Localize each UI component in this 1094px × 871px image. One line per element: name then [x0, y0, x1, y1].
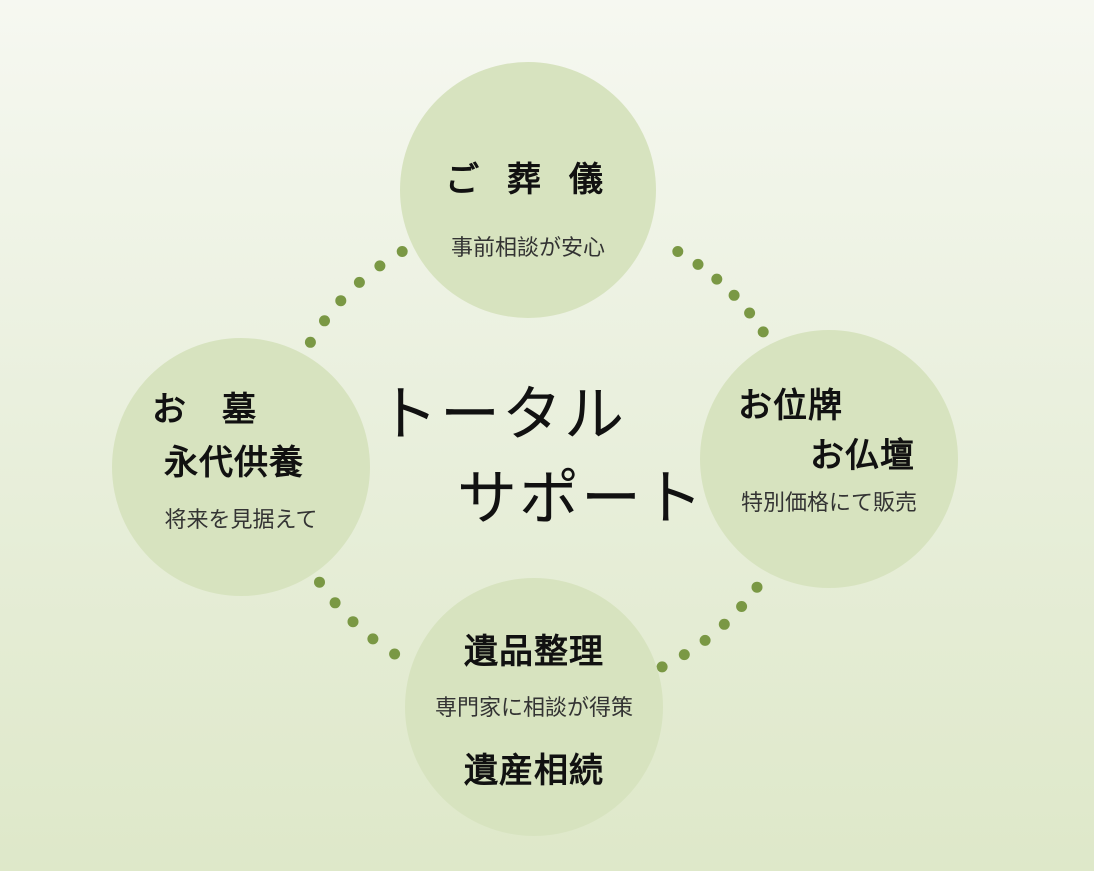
connector-dot — [304, 336, 316, 348]
funeral-subtitle: 事前相談が安心 — [450, 236, 605, 261]
estate-circle: 遺品整理 専門家に相談が得策 遺産相続 — [405, 578, 663, 836]
connector-dot — [718, 618, 730, 630]
grave-subtitle: 将来を見据えて — [164, 508, 318, 533]
ihai-title: お位牌 — [738, 386, 843, 426]
connector-dot — [314, 576, 325, 588]
eternal-memorial-title: 永代供養 — [164, 443, 304, 483]
connector-dot — [692, 258, 704, 270]
connector-dot — [347, 616, 359, 628]
connector-dot — [319, 315, 330, 327]
connector-dot — [367, 633, 379, 645]
connector-dot — [728, 289, 740, 301]
butsudan-subtitle: 特別価格にて販売 — [740, 491, 917, 516]
center-title-line1: トータル — [378, 380, 626, 450]
connector-dot — [374, 260, 386, 272]
connector-dot — [672, 246, 684, 257]
center-title-line2: サポート — [457, 464, 705, 534]
inheritance-title: 遺産相続 — [464, 751, 604, 791]
butsudan-title: お仏壇 — [810, 436, 915, 476]
connector-dot — [736, 601, 748, 612]
connector-dot — [757, 326, 769, 338]
connector-dot — [329, 597, 341, 609]
connector-dot — [656, 661, 668, 673]
connector-dot — [353, 276, 365, 288]
connector-dot — [389, 648, 401, 660]
grave-circle: お 墓 永代供養 将来を見据えて — [112, 338, 370, 596]
connector-dot — [744, 307, 756, 319]
funeral-title: ご 葬 儀 — [445, 160, 611, 200]
funeral-circle: ご 葬 儀 事前相談が安心 — [400, 62, 656, 318]
grave-title: お 墓 — [152, 390, 257, 430]
connector-dot — [678, 649, 690, 661]
connector-dot — [699, 634, 711, 646]
connector-dot — [396, 246, 408, 257]
butsudan-circle: お位牌 お仏壇 特別価格にて販売 — [700, 330, 958, 588]
estate-subtitle: 専門家に相談が得策 — [434, 696, 633, 721]
connector-dot — [711, 273, 723, 285]
connector-dot — [751, 581, 763, 593]
connector-dot — [335, 295, 347, 307]
belongings-title: 遺品整理 — [464, 632, 604, 672]
